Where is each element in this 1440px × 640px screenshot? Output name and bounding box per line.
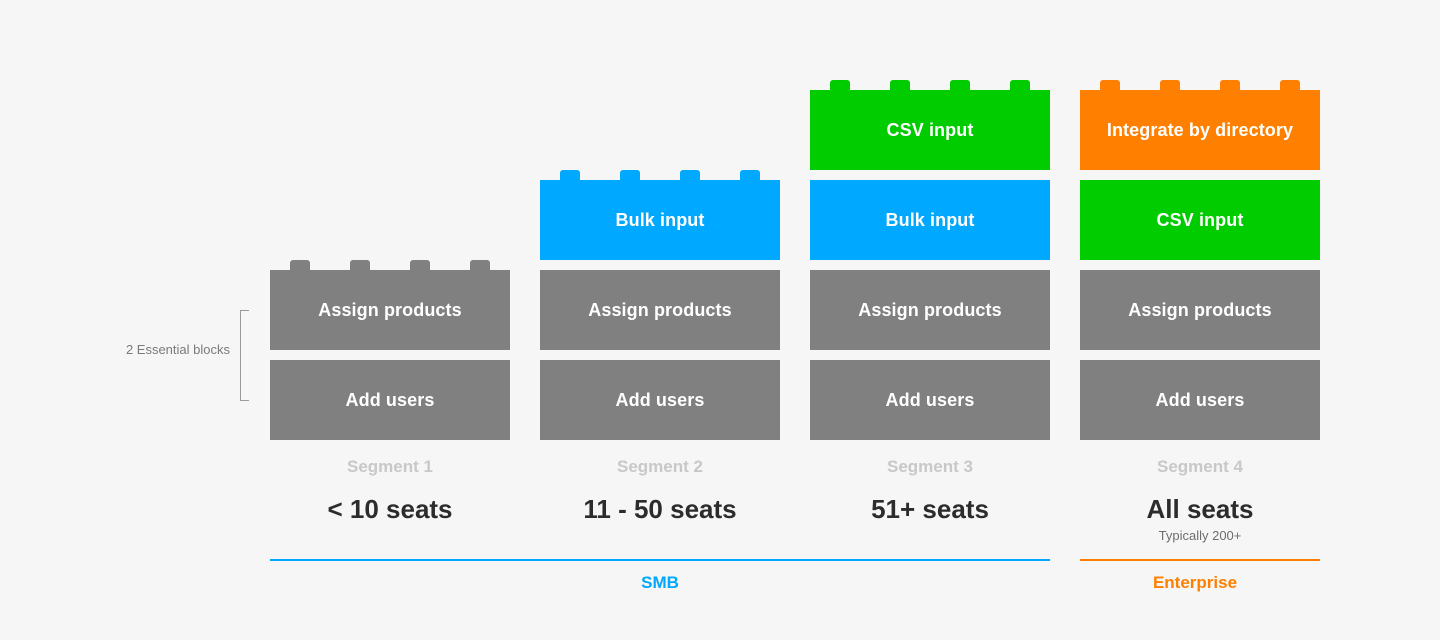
block-csv-input: CSV input — [810, 80, 1050, 170]
block-label: Assign products — [318, 299, 462, 320]
block-label: Bulk input — [885, 209, 975, 230]
block-add-users: Add users — [540, 360, 780, 440]
block-label: Assign products — [1128, 299, 1272, 320]
segment-column-3: CSV input Bulk input Assign products Add… — [810, 0, 1050, 640]
enterprise-group-line — [1080, 559, 1320, 561]
block-label: CSV input — [1156, 209, 1244, 230]
block-label: CSV input — [886, 119, 974, 140]
smb-group-label: SMB — [641, 573, 679, 592]
seats-label: 11 - 50 seats — [583, 494, 737, 524]
brick-stud — [890, 80, 910, 90]
block-label: Add users — [345, 389, 435, 410]
brick-stud — [1160, 80, 1180, 90]
segment-column-4: Integrate by directory CSV input Assign … — [1080, 0, 1320, 640]
enterprise-group-label: Enterprise — [1152, 573, 1238, 592]
segment-column-1: Assign products Add users Segment 1 < 10… — [270, 0, 510, 640]
segment-label: Segment 1 — [347, 457, 433, 476]
brick-stud — [1280, 80, 1300, 90]
smb-group-line — [270, 559, 1050, 561]
brick-stud — [1100, 80, 1120, 90]
brick-stud — [830, 80, 850, 90]
seats-label: 51+ seats — [871, 494, 989, 524]
brick-stud — [680, 170, 700, 180]
brick-stud — [1220, 80, 1240, 90]
brick-stud — [350, 260, 370, 270]
brick-stud — [740, 170, 760, 180]
block-csv-input: CSV input — [1080, 180, 1320, 260]
block-label: Add users — [885, 389, 975, 410]
brick-stud — [410, 260, 430, 270]
brick-stud — [560, 170, 580, 180]
block-integrate-by-directory: Integrate by directory — [1080, 80, 1320, 170]
block-label: Add users — [615, 389, 705, 410]
block-label: Integrate by directory — [1106, 119, 1294, 140]
block-assign-products: Assign products — [810, 270, 1050, 350]
seats-label: All seats — [1146, 494, 1254, 524]
seats-label: < 10 seats — [327, 494, 453, 524]
block-assign-products: Assign products — [270, 260, 510, 350]
brick-stud — [950, 80, 970, 90]
block-bulk-input: Bulk input — [540, 170, 780, 260]
block-assign-products: Assign products — [540, 270, 780, 350]
block-label: Assign products — [588, 299, 732, 320]
seats-note: Typically 200+ — [1158, 528, 1242, 543]
essential-blocks-label: 2 Essential blocks — [125, 342, 230, 357]
brick-stud — [290, 260, 310, 270]
block-label: Assign products — [858, 299, 1002, 320]
block-add-users: Add users — [1080, 360, 1320, 440]
brick-stud — [470, 260, 490, 270]
block-bulk-input: Bulk input — [810, 180, 1050, 260]
block-label: Bulk input — [615, 209, 705, 230]
segment-label: Segment 2 — [617, 457, 703, 476]
brick-stud — [620, 170, 640, 180]
block-add-users: Add users — [270, 360, 510, 440]
block-label: Add users — [1155, 389, 1245, 410]
segment-label: Segment 3 — [887, 457, 973, 476]
segment-column-2: Bulk input Assign products Add users Seg… — [540, 0, 780, 640]
block-assign-products: Assign products — [1080, 270, 1320, 350]
segment-label: Segment 4 — [1157, 457, 1243, 476]
brick-stud — [1010, 80, 1030, 90]
essential-blocks-bracket — [240, 310, 249, 401]
block-add-users: Add users — [810, 360, 1050, 440]
